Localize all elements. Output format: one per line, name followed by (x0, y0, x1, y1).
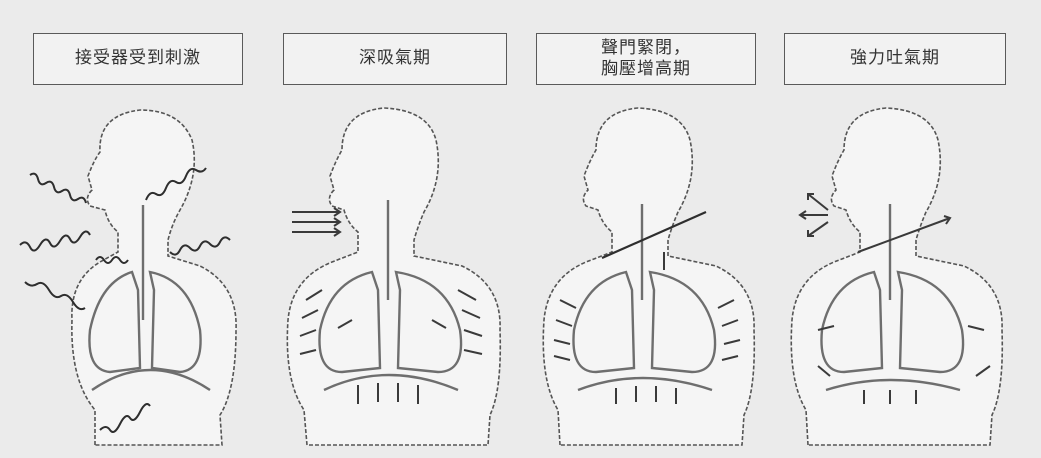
body-outline (791, 108, 1002, 445)
panel-receptor-stimulation: 接受器受到刺激 (0, 0, 254, 458)
body-outline (72, 110, 236, 445)
panel-1-figure (0, 0, 254, 458)
panel-2-figure (262, 0, 516, 458)
panel-forced-expiration: 強力吐氣期 (778, 0, 1032, 458)
panel-4-figure (778, 0, 1041, 458)
panel-3-figure (520, 0, 774, 458)
panel-deep-inspiration: 深吸氣期 (262, 0, 516, 458)
inhale-arrows (292, 208, 340, 236)
body-outline (287, 108, 500, 445)
body-outline (543, 108, 754, 445)
panel-glottis-closure: 聲門緊閉， 胸壓增高期 (520, 0, 774, 458)
